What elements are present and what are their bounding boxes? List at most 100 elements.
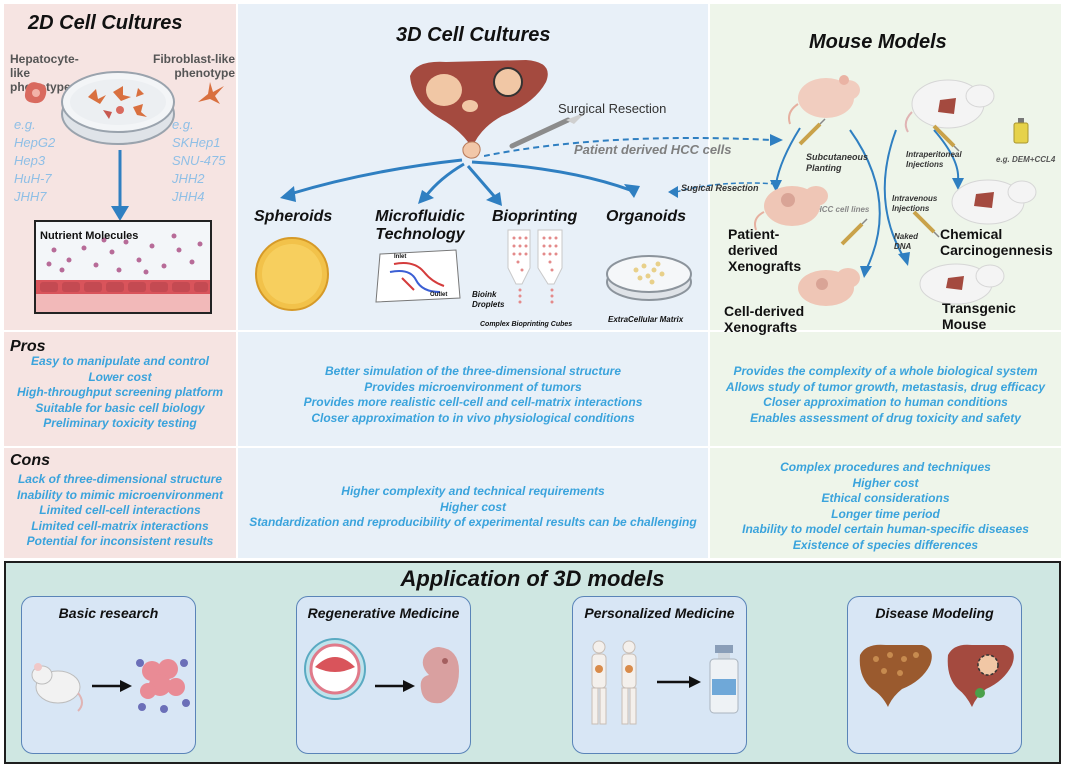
cell-line-item: SKHep1	[172, 135, 221, 150]
cons-heading: Cons	[10, 452, 50, 469]
eg-label: e.g.	[172, 117, 194, 132]
pros-item: Enables assessment of drug toxicity and …	[750, 410, 1021, 425]
cdx-label: Cell-derived Xenografts	[724, 303, 805, 335]
cons-item: Longer time period	[831, 506, 940, 521]
pros-item: Lower cost	[88, 369, 152, 384]
organoid-dish-icon	[606, 255, 692, 301]
right-arrow-icon	[92, 680, 132, 692]
pros-item: Provides more realistic cell-cell and ce…	[303, 395, 643, 410]
app-box-title: Disease Modeling	[875, 605, 994, 621]
header-2d-cultures: 2D Cell Cultures	[28, 12, 183, 34]
pros-item: Preliminary toxicity testing	[43, 416, 197, 431]
eg-label: e.g.	[14, 117, 36, 132]
app-box-regenerative-medicine: Regenerative Medicine	[296, 596, 471, 754]
hepatocyte-examples: e.g. HepG2 Hep3 HuH-7 JHH7	[14, 116, 55, 206]
cons-item: Higher cost	[852, 475, 919, 490]
embryo-icon	[420, 647, 459, 704]
syringe-icon	[932, 124, 960, 152]
chemical-mouse-icon	[951, 179, 1037, 225]
scalpel-icon	[509, 112, 586, 149]
hepatocyte-cell-icon	[24, 82, 47, 104]
transgenic-mouse-icon	[919, 263, 1005, 305]
chip-inlet-label: Inlet	[394, 254, 407, 260]
spheroid-icon	[255, 237, 329, 311]
ecm-label: ExtraCellular Matrix	[608, 315, 684, 324]
transgenic-label: Transgenic Mouse	[942, 300, 1016, 332]
chemical-label: Chemical Carcinogennesis	[940, 226, 1053, 258]
fibroblast-cell-icon	[198, 82, 224, 104]
white-mouse-top-icon	[904, 79, 995, 133]
liver-model-icon	[947, 644, 1014, 707]
cell-line-item: SNU-475	[172, 153, 226, 168]
blastocyst-icon	[304, 638, 366, 700]
cons-item: Higher complexity and technical requirem…	[341, 484, 605, 498]
cell-line-item: HepG2	[14, 135, 56, 150]
cons-item: Higher cost	[439, 499, 506, 514]
header-3d-cultures: 3D Cell Cultures	[396, 24, 551, 46]
right-arrow-icon	[375, 680, 415, 692]
cons-3d-list: Higher complexity and technical requirem…	[238, 484, 708, 531]
pros-mouse-panel	[710, 332, 1061, 446]
hcc-cell-lines-label: HCC cell lines	[816, 205, 870, 214]
pros-item: Closer approximation to human conditions	[763, 395, 1008, 410]
patient-derived-hcc-label: Patient derived HCC cells	[574, 142, 732, 157]
pros-item: High-throughput screening platform	[17, 385, 223, 400]
right-arrow-icon	[657, 676, 701, 688]
liver-icon	[410, 60, 548, 148]
pros-2d-panel	[4, 332, 236, 446]
pdx-mouse-icon	[754, 186, 828, 231]
app-box-basic-research: Basic research	[21, 596, 196, 754]
cons-item: Complex procedures and techniques	[780, 460, 991, 474]
intravenous-label: Intravenous Injections	[892, 194, 938, 213]
diseased-liver-icon	[859, 644, 932, 707]
cons-item: Ethical considerations	[821, 491, 950, 506]
fibroblast-label: Fibroblast-like phenotype	[152, 52, 235, 80]
organoids-label: Organoids	[606, 208, 687, 225]
cons-mouse-panel	[710, 448, 1061, 558]
naked-dna-label: Naked DNA	[894, 232, 919, 251]
chemical-bottle-icon	[1013, 118, 1029, 144]
cell-line-item: JHH2	[172, 171, 205, 186]
bioprinting-cubes-label: Complex Bioprinting Cubes	[480, 321, 573, 328]
application-title: Application of 3D models	[400, 566, 665, 591]
bioprinting-label: Bioprinting	[492, 208, 578, 225]
pros-mouse-list: Provides the complexity of a whole biolo…	[710, 364, 1061, 426]
cons-item: Existence of species differences	[792, 537, 979, 552]
pros-3d-list: Better simulation of the three-dimension…	[238, 364, 708, 426]
medicine-vial-icon	[709, 645, 739, 714]
cons-item: Inability to mimic microenvironment	[16, 487, 224, 502]
pros-heading: Pros	[10, 338, 46, 355]
syringe-icon	[798, 118, 826, 146]
pros-item: Suitable for basic cell biology	[35, 400, 205, 415]
human-body-icon	[591, 640, 637, 725]
microfluidic-chip-icon	[375, 249, 461, 303]
pros-item: Closer approximation to in vivo physiolo…	[311, 410, 635, 425]
cons-item: Potential for inconsistent results	[26, 534, 214, 549]
cons-2d-list: Lack of three-dimensional structure Inab…	[4, 472, 236, 550]
subcutaneous-label: Subcutaneous Planting	[806, 152, 869, 173]
pros-3d-panel	[238, 332, 708, 446]
sugical-resection-label: Sugical Resection	[681, 183, 759, 193]
bioink-droplets-label: Bioink Droplets	[472, 290, 505, 309]
pros-item: Provides microenvironment of tumors	[364, 379, 582, 394]
header-mouse-models: Mouse Models	[809, 31, 947, 53]
pdx-label: Patient-derived Xenografts	[728, 226, 802, 274]
culture-well-illustration	[34, 220, 212, 314]
lab-mouse-icon	[31, 663, 83, 712]
cons-item: Standardization and reproducibility of e…	[249, 515, 697, 530]
cons-3d-panel	[238, 448, 708, 558]
syringe-icon	[840, 218, 868, 246]
eg-dem-ccl4-label: e.g. DEM+CCL4	[996, 155, 1056, 164]
down-arrow-icon	[111, 150, 129, 221]
patient-cells-dashed-arrow	[484, 134, 783, 157]
nutrient-molecules-label: Nutrient Molecules	[40, 230, 139, 242]
pros-item: Easy to manipulate and control	[30, 354, 210, 368]
app-box-title: Regenerative Medicine	[307, 605, 460, 621]
syringe-icon	[912, 210, 940, 238]
cons-item: Lack of three-dimensional structure	[17, 472, 223, 486]
pros-item: Better simulation of the three-dimension…	[324, 364, 622, 378]
cons-item: Limited cell-cell interactions	[39, 503, 201, 518]
cons-item: Inability to model certain human-specifi…	[742, 522, 1029, 537]
cell-line-item: JHH7	[14, 189, 47, 204]
cdx-mouse-icon	[798, 268, 860, 306]
